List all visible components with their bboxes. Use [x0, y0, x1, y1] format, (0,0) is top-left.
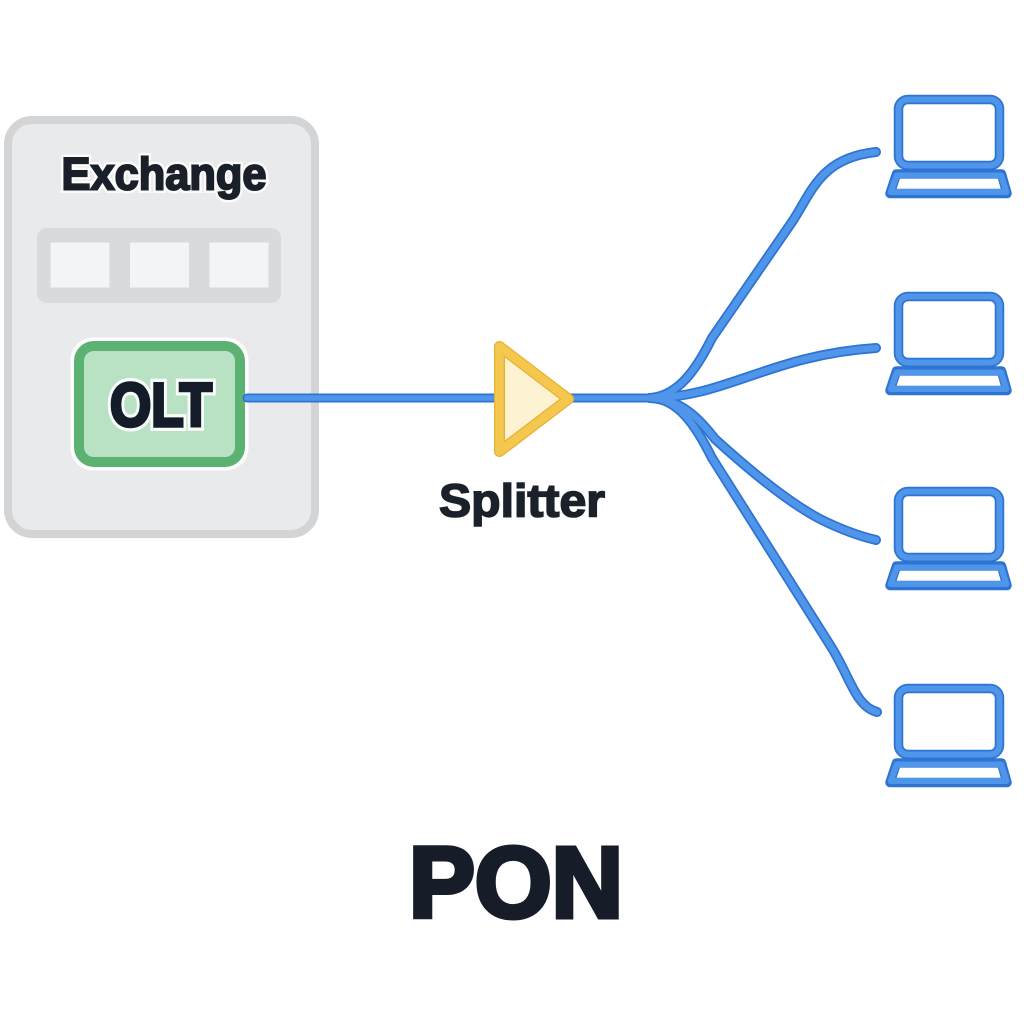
svg-text:PON: PON	[409, 827, 623, 939]
svg-text:OLT: OLT	[110, 371, 212, 439]
svg-text:OLT: OLT	[110, 371, 212, 439]
svg-text:Exchange: Exchange	[62, 149, 267, 200]
svg-text:Splitter: Splitter	[439, 475, 605, 527]
svg-text:Exchange: Exchange	[62, 149, 267, 200]
